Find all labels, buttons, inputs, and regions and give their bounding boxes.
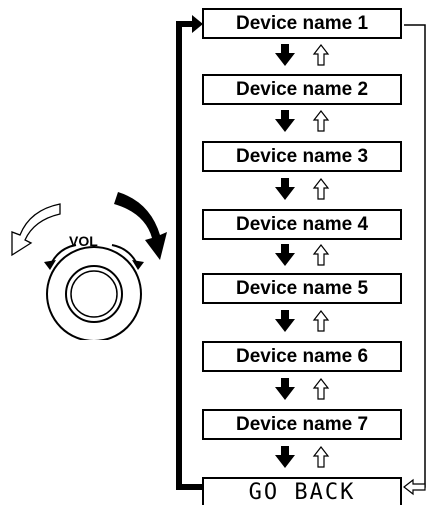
solid-down-arrow-icon	[275, 110, 295, 132]
volume-knob-icon	[11, 192, 167, 340]
arrow-pair-3-4	[275, 178, 330, 200]
arrow-pair-2-3	[275, 110, 330, 132]
right-arrow-head-icon	[192, 15, 203, 33]
solid-down-arrow-icon	[275, 310, 295, 332]
device-name-7-label: Device name 7	[235, 413, 369, 435]
clockwise-arrow-icon	[114, 192, 167, 260]
outline-up-arrow-icon	[312, 244, 330, 266]
solid-down-arrow-icon	[275, 44, 295, 66]
volume-knob-label: VOL	[69, 233, 98, 249]
device-name-1-box[interactable]: Device name 1	[202, 8, 402, 39]
outline-up-arrow-icon	[312, 446, 330, 468]
outline-up-arrow-icon	[312, 44, 330, 66]
arrow-pair-6-7	[275, 378, 330, 400]
counter-clockwise-arrow-icon	[11, 203, 61, 257]
arrow-pair-5-6	[275, 310, 330, 332]
outline-up-arrow-icon	[312, 378, 330, 400]
arrow-pair-1-2	[275, 44, 330, 66]
device-name-4-label: Device name 4	[235, 213, 369, 235]
go-back-label: GO BACK	[248, 479, 356, 505]
solid-down-arrow-icon	[275, 178, 295, 200]
device-name-4-box[interactable]: Device name 4	[202, 209, 402, 240]
go-back-box[interactable]: GO BACK	[202, 477, 402, 505]
outline-up-arrow-icon	[312, 110, 330, 132]
outline-up-arrow-icon	[312, 310, 330, 332]
outline-left-arrow-icon	[403, 478, 426, 496]
device-name-5-label: Device name 5	[235, 277, 369, 299]
device-name-5-box[interactable]: Device name 5	[202, 273, 402, 304]
device-name-1-label: Device name 1	[235, 12, 369, 34]
arrow-pair-4-5	[275, 244, 330, 266]
solid-down-arrow-icon	[275, 378, 295, 400]
solid-down-arrow-icon	[275, 446, 295, 468]
solid-down-arrow-icon	[275, 244, 295, 266]
outline-up-arrow-icon	[312, 178, 330, 200]
device-name-6-label: Device name 6	[235, 345, 369, 367]
device-name-2-box[interactable]: Device name 2	[202, 74, 402, 105]
device-name-3-label: Device name 3	[235, 145, 369, 167]
loop-top-to-back	[403, 24, 426, 496]
small-right-arc-arrow-icon	[111, 244, 137, 263]
device-name-7-box[interactable]: Device name 7	[202, 409, 402, 440]
small-left-arc-arrow-icon	[51, 244, 77, 263]
device-name-3-box[interactable]: Device name 3	[202, 141, 402, 172]
device-name-6-box[interactable]: Device name 6	[202, 341, 402, 372]
device-name-2-label: Device name 2	[235, 78, 369, 100]
arrow-pair-7-back	[275, 446, 330, 468]
loop-back-to-top	[176, 15, 203, 490]
